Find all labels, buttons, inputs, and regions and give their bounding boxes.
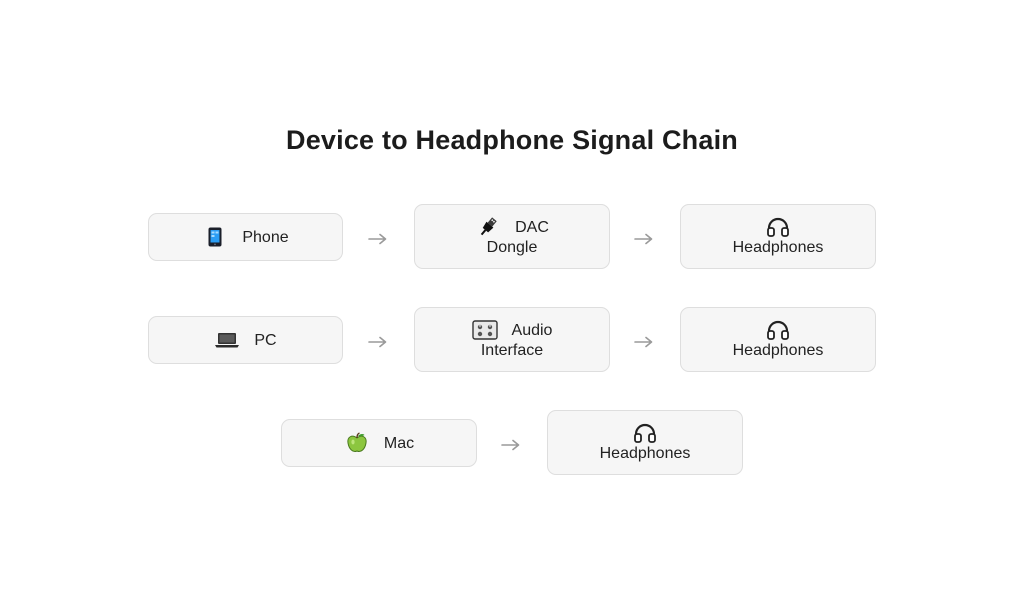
headphones-icon xyxy=(765,216,791,238)
arrow-connector xyxy=(501,439,521,451)
node-label: Headphones xyxy=(732,342,824,359)
node-label-line2: Interface xyxy=(480,342,544,359)
control-knobs-icon xyxy=(471,319,498,341)
node-label: Phone xyxy=(242,228,289,246)
arrow-connector xyxy=(368,233,388,245)
node-headphones: Headphones xyxy=(680,204,876,269)
headphones-icon xyxy=(765,319,791,341)
phone-icon xyxy=(202,226,228,248)
node-phone: Phone xyxy=(148,213,343,261)
arrow-connector xyxy=(634,233,654,245)
headphones-icon xyxy=(632,422,658,444)
node-label: PC xyxy=(254,331,277,349)
node-label: Headphones xyxy=(732,239,824,256)
node-label: Mac xyxy=(383,434,415,452)
node-audio-interface: Audio Interface xyxy=(414,307,610,372)
arrow-connector xyxy=(368,336,388,348)
node-headphones: Headphones xyxy=(547,410,743,475)
node-pc: PC xyxy=(148,316,343,364)
node-label-line1: DAC xyxy=(515,218,549,236)
node-headphones: Headphones xyxy=(680,307,876,372)
node-mac: Mac xyxy=(281,419,477,467)
usb-plug-icon xyxy=(475,216,501,238)
node-label-line1: Audio xyxy=(511,321,553,339)
laptop-icon xyxy=(214,329,240,351)
node-dac-dongle: DAC Dongle xyxy=(414,204,610,269)
arrow-connector xyxy=(634,336,654,348)
diagram-title: Device to Headphone Signal Chain xyxy=(286,125,738,155)
green-apple-icon xyxy=(344,432,370,454)
node-label: Headphones xyxy=(599,445,691,462)
node-label-line2: Dongle xyxy=(486,239,538,256)
